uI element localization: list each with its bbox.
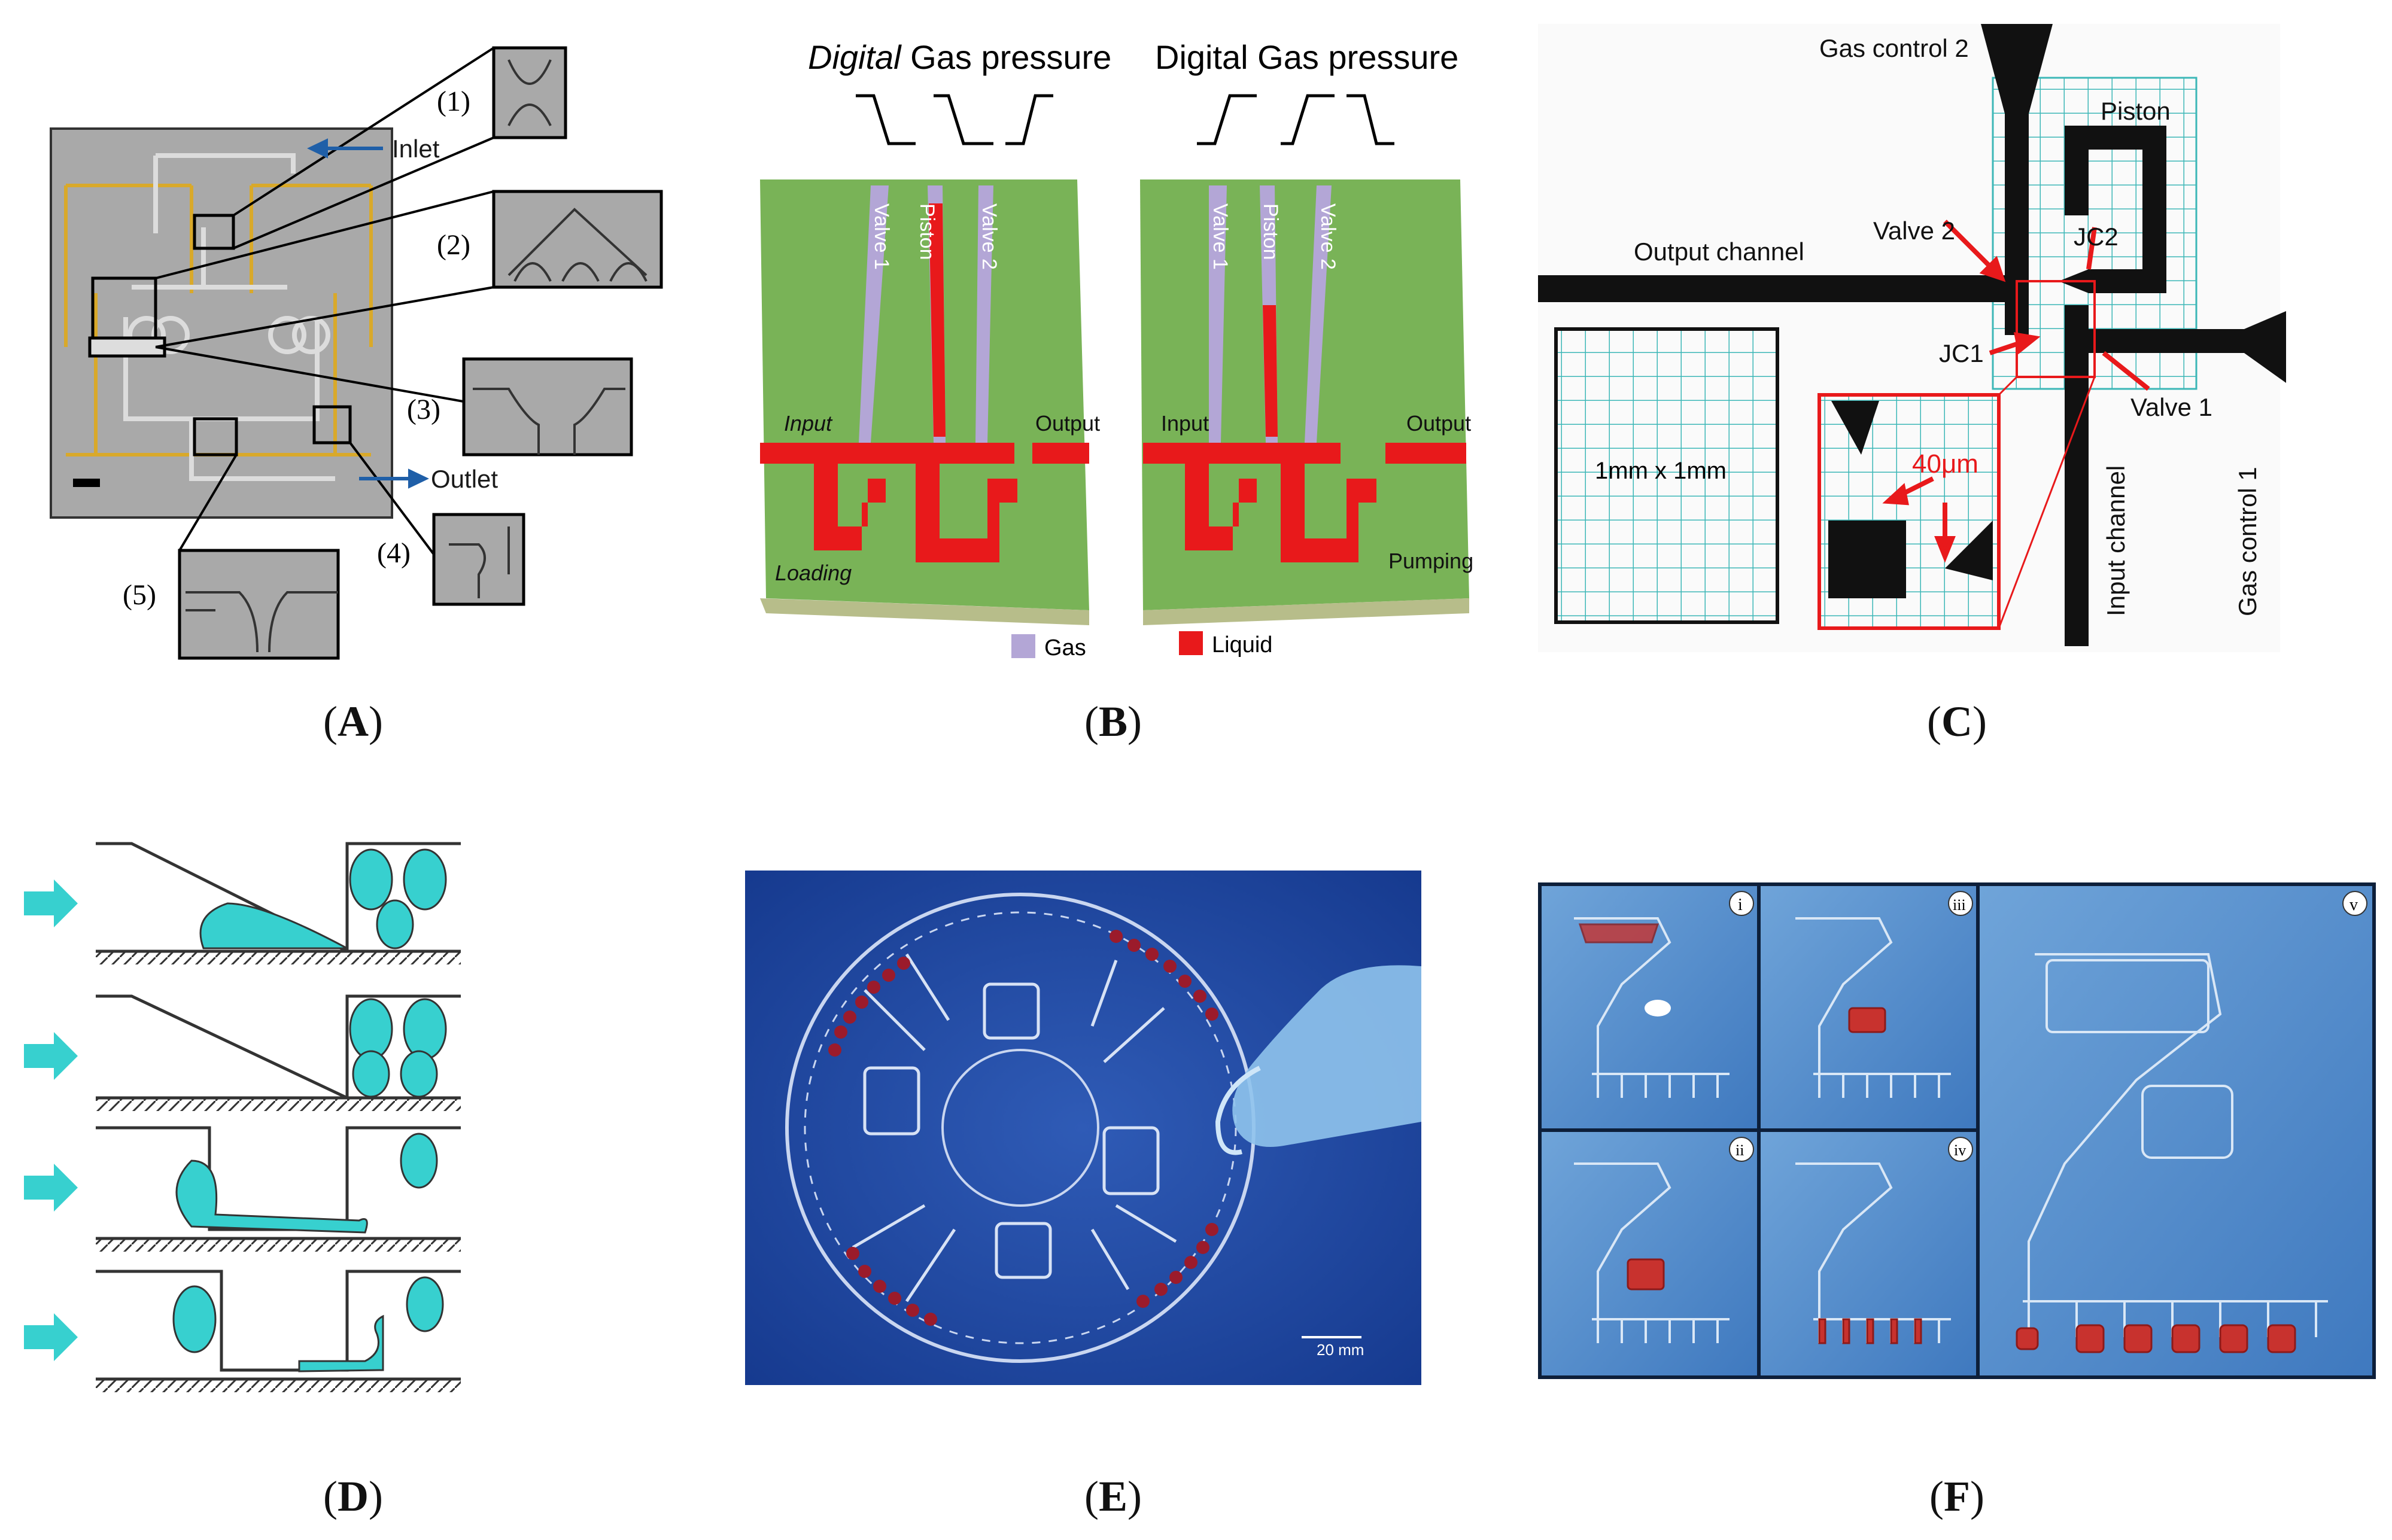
piston-label-left: Piston xyxy=(916,203,938,260)
red-arrows xyxy=(1882,220,2150,563)
valve2-label-right: Valve 2 xyxy=(1317,203,1339,270)
flow-arrow-4 xyxy=(24,1313,78,1361)
output-label-right: Output xyxy=(1406,411,1471,436)
panel-f-photos: i iii ii iv v xyxy=(1538,882,2376,1379)
micron-label: 40μm xyxy=(1912,449,1978,479)
outlet-label: Outlet xyxy=(431,465,498,493)
stage-3 xyxy=(24,1126,461,1252)
valve1-label-left: Valve 1 xyxy=(870,203,893,270)
stage-1 xyxy=(24,842,461,964)
inlet-label: Inlet xyxy=(392,135,440,163)
pumping-label: Pumping xyxy=(1388,549,1473,573)
photo-ii xyxy=(1542,1132,1757,1375)
legend-liquid-swatch xyxy=(1179,631,1203,655)
valve2-label: Valve 2 xyxy=(1873,217,1955,245)
caption-c: (C) xyxy=(1927,698,1987,745)
panel-b: Digital Gas pressure Digital Gas pressur… xyxy=(742,24,1508,670)
jc2-label: JC2 xyxy=(2074,223,2119,251)
channel-lines xyxy=(123,153,335,481)
red-wells xyxy=(828,930,1218,1326)
chip-structures-f xyxy=(1574,917,2328,1343)
panel-f: i iii ii iv v xyxy=(1538,882,2376,1379)
panel-e-photo: 20 mm xyxy=(745,871,1421,1385)
input-label-right: Input xyxy=(1161,411,1209,436)
inset-label-1: (1) xyxy=(437,86,470,117)
caption-b: (B) xyxy=(1084,698,1142,745)
piston-label: Piston xyxy=(2101,97,2171,125)
legend-gas-swatch xyxy=(1011,634,1035,658)
gas-control-1-label: Gas control 1 xyxy=(2233,467,2262,616)
photo-v xyxy=(1980,886,2372,1375)
scale-bar xyxy=(73,479,100,487)
scale-box-label: 1mm x 1mm xyxy=(1595,458,1727,484)
black-channels xyxy=(1538,24,2286,646)
jc1-label: JC1 xyxy=(1939,339,1984,367)
liquid-segments-f xyxy=(1578,923,2296,1353)
chip-flow-labels: Input Output Input Output Loading Pumpin… xyxy=(775,411,1473,585)
output-channel-label: Output channel xyxy=(1634,238,1804,266)
label-v: v xyxy=(2350,896,2358,914)
legend-liquid-label: Liquid xyxy=(1212,632,1272,658)
panel-d xyxy=(12,826,479,1448)
stage-4 xyxy=(24,1270,461,1392)
scale-label-e: 20 mm xyxy=(1317,1341,1364,1359)
chip-left-labels: Valve 1 Piston Valve 2 Valve 1 Piston Va… xyxy=(870,203,1339,270)
scale-grid-box xyxy=(1554,327,1779,624)
panel-c-labels: Gas control 2 Piston Output channel Valv… xyxy=(1634,34,2262,616)
valve1-label-right: Valve 1 xyxy=(1209,203,1232,270)
stage-2 xyxy=(24,994,461,1111)
photo-labels: i iii ii iv v xyxy=(1729,891,2367,1162)
pressure-waveforms xyxy=(856,94,1394,145)
inset-label-3: (3) xyxy=(407,394,440,425)
gas-control-2-label: Gas control 2 xyxy=(1819,34,1969,62)
legend-gas-label: Gas xyxy=(1044,635,1086,661)
flow-arrow-2 xyxy=(24,1032,78,1080)
flow-arrows xyxy=(307,138,429,489)
zoom-callout-2 xyxy=(1998,376,2096,629)
white-droplet xyxy=(1645,1000,1671,1016)
flow-arrow-1 xyxy=(24,879,78,927)
disc-center xyxy=(941,1049,1099,1207)
input-label-left: Input xyxy=(784,411,833,436)
panel-c-diagram: 1mm x 1mm 40μm Gas control 2 Piston Outp… xyxy=(1538,24,2286,652)
caption-a: (A) xyxy=(323,698,383,745)
liquid-channels xyxy=(760,203,1466,562)
label-iii: iii xyxy=(1953,896,1966,914)
panel-c: 1mm x 1mm 40μm Gas control 2 Piston Outp… xyxy=(1538,18,2286,664)
chip-right-edge xyxy=(1143,598,1469,625)
panel-b-diagram: Digital Gas pressure Digital Gas pressur… xyxy=(760,38,1473,661)
title-left: Digital Gas pressure xyxy=(808,38,1111,76)
inset-details xyxy=(186,59,648,653)
panel-a: Inlet Outlet (1) (2) (3) (4) (5) xyxy=(36,36,724,670)
inset-label-5: (5) xyxy=(123,579,156,611)
panel-a-diagram: Inlet Outlet (1) (2) (3) (4) (5) xyxy=(50,46,663,660)
flow-arrow-3 xyxy=(24,1164,78,1212)
glove-finger xyxy=(1215,1066,1261,1155)
loading-label: Loading xyxy=(775,561,852,585)
chip-left-edge xyxy=(760,598,1089,625)
chamber-structures xyxy=(852,953,1177,1302)
junction-highlight xyxy=(2016,280,2096,378)
piston-label-right: Piston xyxy=(1259,203,1282,260)
title-right: Digital Gas pressure xyxy=(1155,38,1458,76)
label-i: i xyxy=(1738,896,1743,914)
input-channel-label: Input channel xyxy=(2102,465,2130,616)
chip-detail-boxes xyxy=(88,214,352,456)
label-iv: iv xyxy=(1954,1142,1966,1159)
panel-d-diagram xyxy=(24,842,461,1392)
caption-e: (E) xyxy=(1084,1472,1142,1520)
inset-label-2: (2) xyxy=(437,229,470,261)
inset-label-4: (4) xyxy=(377,537,411,569)
gloved-hand xyxy=(1232,965,1421,1147)
zoom-callout-1 xyxy=(1998,376,2018,396)
label-ii: ii xyxy=(1736,1142,1744,1159)
caption-f: (F) xyxy=(1929,1472,1984,1520)
caption-d: (D) xyxy=(323,1472,383,1520)
output-label-left: Output xyxy=(1035,411,1100,436)
zoom-details xyxy=(1828,401,1993,598)
valve2-label-left: Valve 2 xyxy=(978,203,1001,270)
panel-e: 20 mm xyxy=(745,871,1421,1385)
valve1-label: Valve 1 xyxy=(2130,393,2212,421)
